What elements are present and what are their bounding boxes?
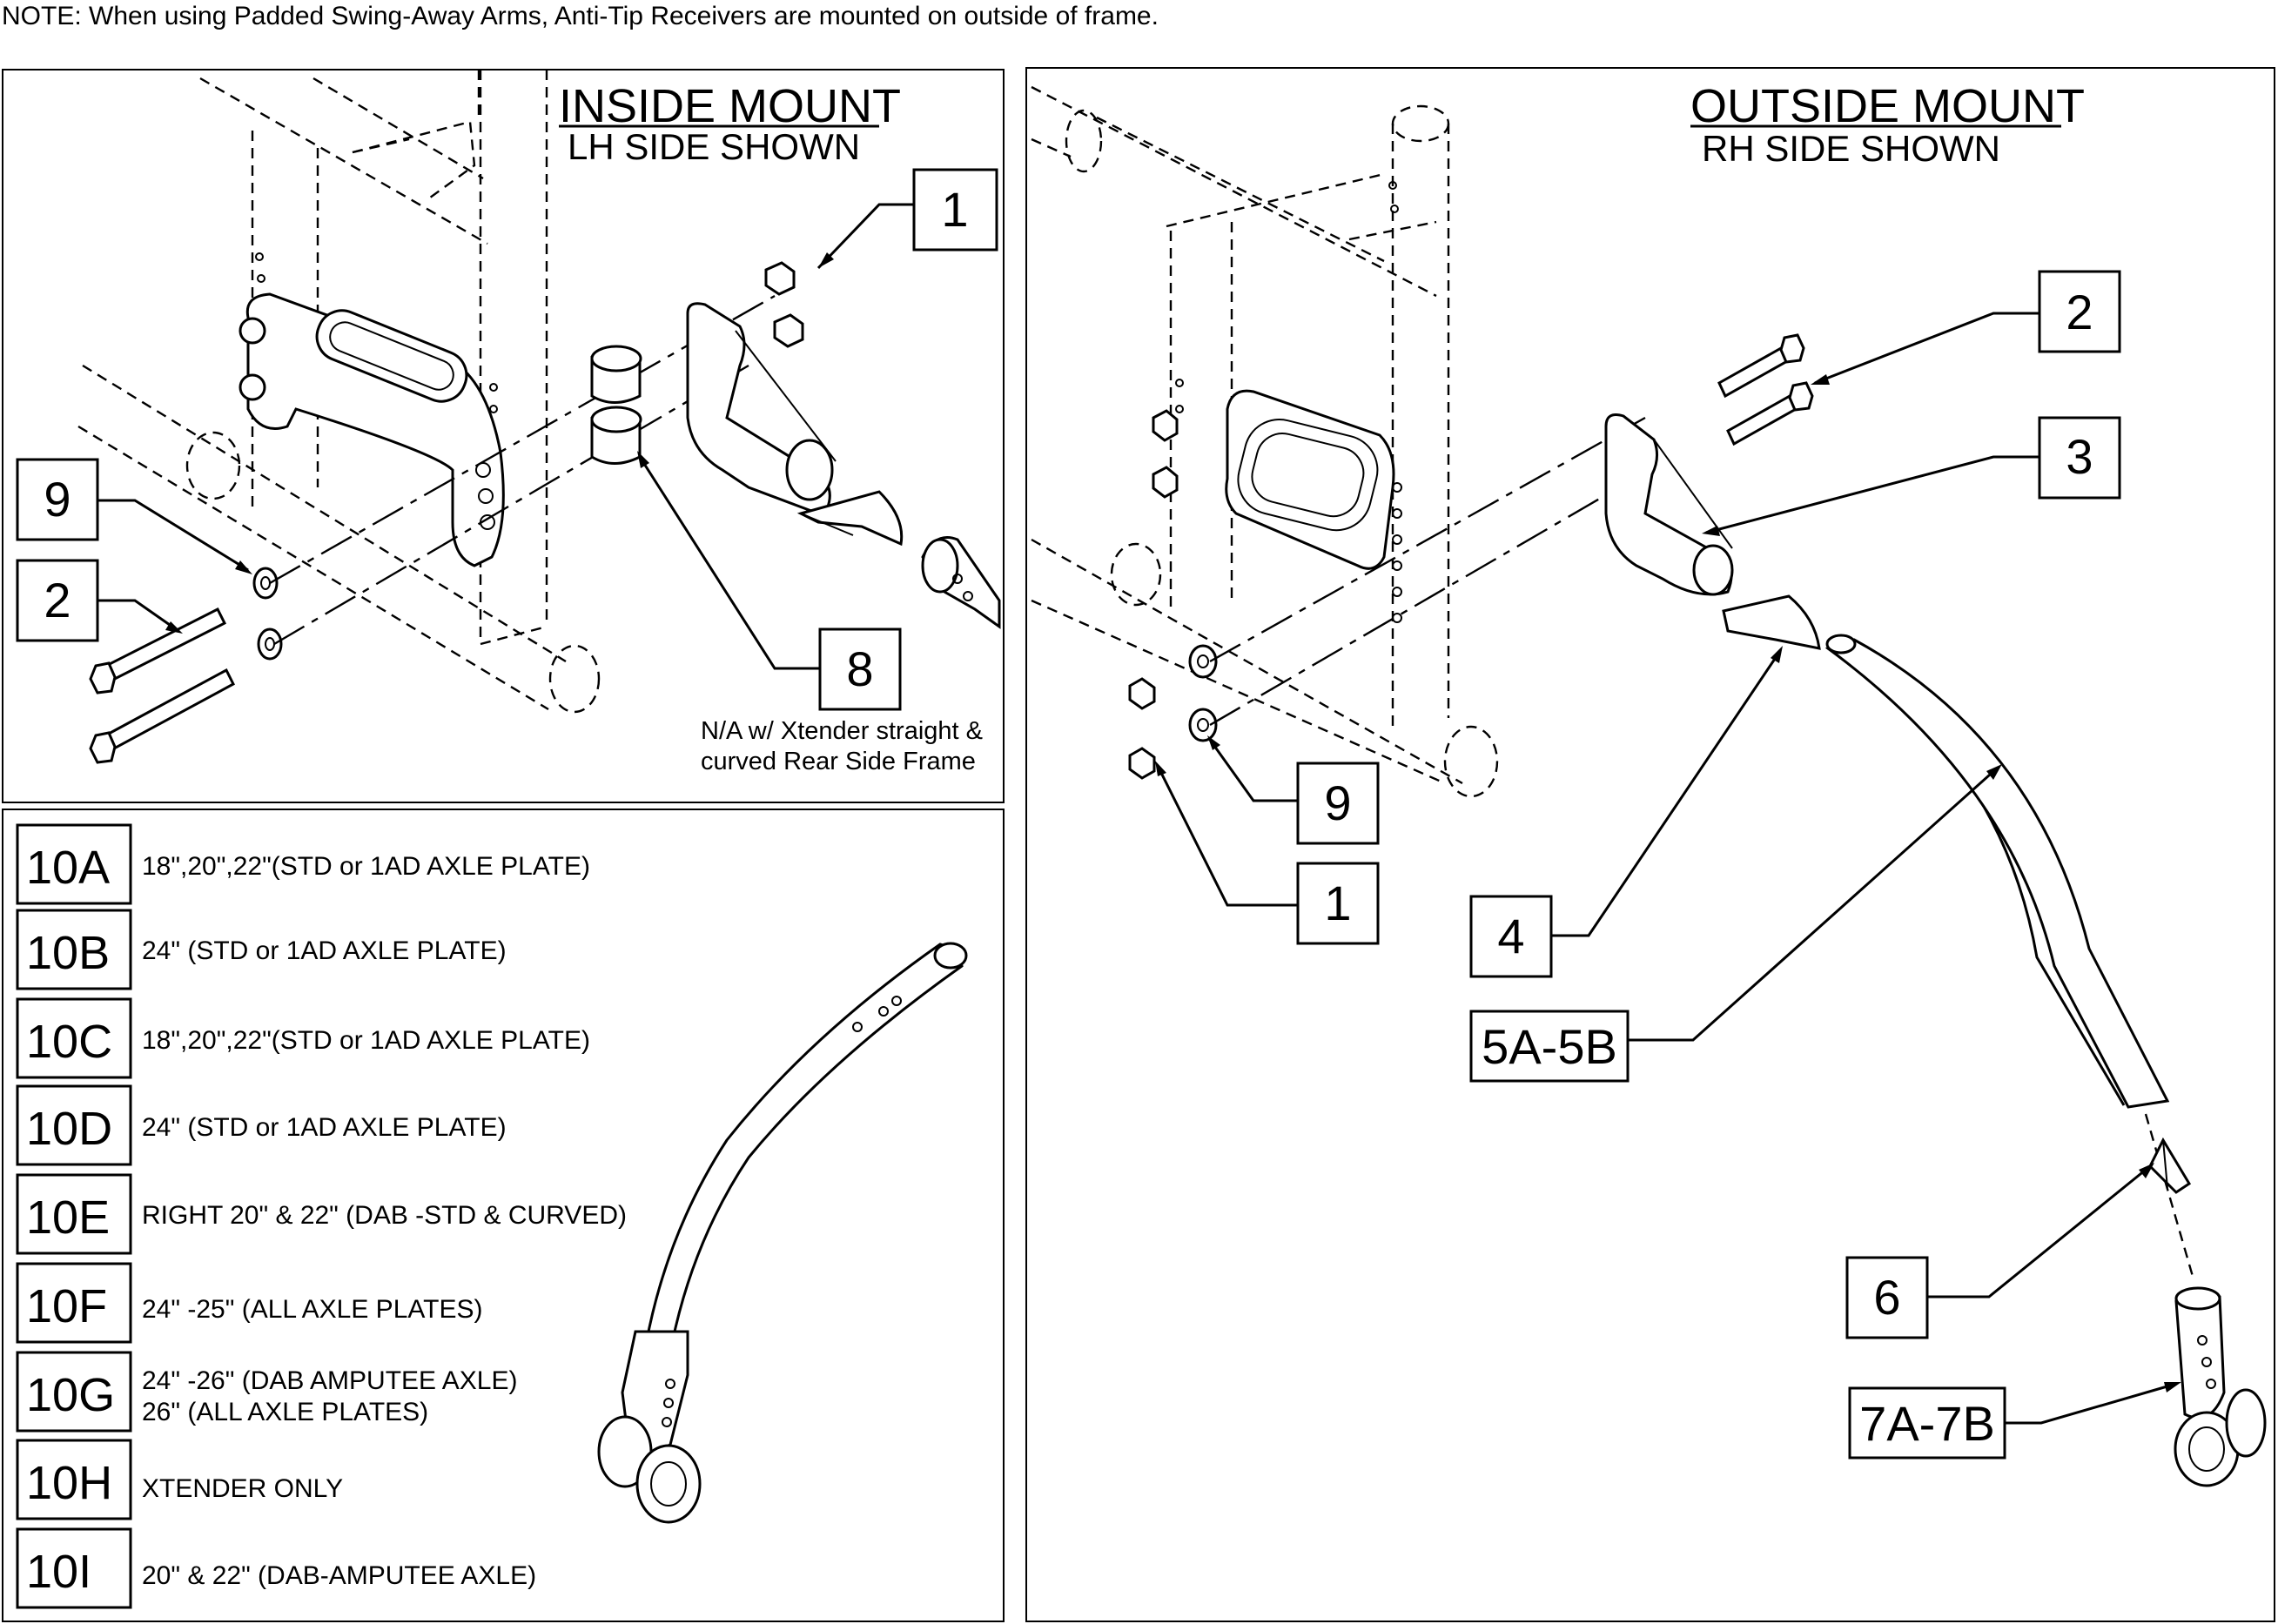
tube-option-row: 10E RIGHT 20" & 22" (DAB -STD & CURVED)	[16, 1173, 627, 1255]
tube-option-desc: 24" (STD or 1AD AXLE PLATE)	[142, 936, 507, 965]
tube-option-desc: 24" -26" (DAB AMPUTEE AXLE)	[142, 1366, 517, 1395]
tube-option-desc: 18",20",22"(STD or 1AD AXLE PLATE)	[142, 852, 590, 881]
outside-callout-2: 2	[2066, 285, 2093, 339]
outside-anti-tip-receiver	[1604, 413, 1821, 650]
tube-option-code: 10H	[26, 1457, 112, 1509]
outside-axle-plate	[1152, 389, 1402, 623]
inside-mount-panel	[2, 69, 1005, 803]
tube-option-code: 10C	[26, 1016, 112, 1068]
outside-callout-3: 3	[2066, 429, 2093, 484]
outside-wheel-assembly	[2174, 1286, 2267, 1487]
tube-option-code: 10D	[26, 1103, 112, 1155]
inside-mount-title: INSIDE MOUNT	[559, 80, 901, 132]
inside-nuts	[764, 261, 804, 348]
inside-mount-subtitle: LH SIDE SHOWN	[568, 126, 860, 167]
outside-mount-drawing: OUTSIDE MOUNT RH SIDE SHOWN	[1031, 80, 2267, 1487]
outside-mount-subtitle: RH SIDE SHOWN	[1702, 128, 2000, 169]
tube-option-code: 10E	[26, 1191, 110, 1244]
outside-mount-panel	[1025, 67, 2275, 1622]
outside-nuts-washers	[1128, 416, 1646, 780]
tube-option-code: 10A	[26, 842, 110, 894]
tube-option-code: 10I	[26, 1546, 91, 1598]
tube-option-row: 10G 24" -26" (DAB AMPUTEE AXLE) 26" (ALL…	[16, 1351, 517, 1433]
tube-option-row: 10D 24" (STD or 1AD AXLE PLATE)	[16, 1084, 507, 1166]
tube-option-desc: RIGHT 20" & 22" (DAB -STD & CURVED)	[142, 1201, 627, 1230]
inside-anti-tip-receiver	[686, 302, 904, 547]
assembly-note: NOTE: When using Padded Swing-Away Arms,…	[2, 2, 1159, 30]
tube-option-row: 10H XTENDER ONLY	[16, 1439, 343, 1520]
tube-option-desc: 24" -25" (ALL AXLE PLATES)	[142, 1295, 483, 1324]
outside-callout-7a-7b: 7A-7B	[1859, 1396, 1995, 1451]
outside-clip-pin	[2144, 1113, 2195, 1280]
outside-callout-1: 1	[1324, 876, 1351, 930]
tube-option-code: 10B	[26, 927, 110, 979]
inside-callouts: 1 9 2 8 N/A w/ Xtender straight & curved…	[16, 168, 998, 775]
inside-anti-tip-tube	[921, 536, 1001, 629]
tube-option-code: 10F	[26, 1280, 107, 1332]
outside-callout-9: 9	[1324, 775, 1351, 830]
outside-frame-outline-dashed	[1031, 85, 1499, 798]
tube-option-row: 10A 18",20",22"(STD or 1AD AXLE PLATE)	[16, 823, 590, 905]
inside-axle-plate	[239, 292, 505, 567]
outside-mount-title: OUTSIDE MOUNT	[1690, 80, 2085, 132]
inside-spacers	[590, 345, 642, 465]
inside-callout-8: 8	[846, 641, 873, 696]
outside-bolts	[1717, 333, 1814, 446]
tube-option-desc: XTENDER ONLY	[142, 1474, 343, 1503]
inside-callout-2: 2	[44, 573, 71, 627]
tube-option-row: 10C 18",20",22"(STD or 1AD AXLE PLATE)	[16, 997, 590, 1079]
inside-callout-1: 1	[941, 182, 968, 237]
inside-note-line1: N/A w/ Xtender straight &	[701, 717, 983, 745]
outside-anti-tip-tube	[1824, 634, 2170, 1109]
tube-option-desc-line2: 26" (ALL AXLE PLATES)	[142, 1398, 428, 1426]
tube-option-illustration	[597, 942, 968, 1524]
inside-callout-9: 9	[44, 472, 71, 527]
outside-callout-6: 6	[1873, 1270, 1900, 1325]
tube-option-desc: 20" & 22" (DAB-AMPUTEE AXLE)	[142, 1561, 536, 1590]
tube-option-desc: 24" (STD or 1AD AXLE PLATE)	[142, 1113, 507, 1142]
tube-option-row: 10F 24" -25" (ALL AXLE PLATES)	[16, 1262, 483, 1344]
outside-callouts: 2 3 9 1 4 5A-5B 6	[1155, 270, 2181, 1460]
tube-options-panel	[2, 809, 1005, 1622]
tube-option-row: 10B 24" (STD or 1AD AXLE PLATE)	[16, 909, 507, 990]
tube-option-row: 10I 20" & 22" (DAB-AMPUTEE AXLE)	[16, 1527, 536, 1609]
outside-callout-5a-5b: 5A-5B	[1482, 1019, 1617, 1074]
inside-note-line2: curved Rear Side Frame	[701, 748, 976, 775]
inside-mount-drawing: INSIDE MOUNT LH SIDE SHOWN	[16, 70, 1001, 775]
tube-option-desc: 18",20",22"(STD or 1AD AXLE PLATE)	[142, 1026, 590, 1055]
outside-callout-4: 4	[1497, 909, 1524, 963]
tube-options-table: 10A 18",20",22"(STD or 1AD AXLE PLATE) 1…	[16, 823, 627, 1609]
tube-option-code: 10G	[26, 1369, 115, 1421]
